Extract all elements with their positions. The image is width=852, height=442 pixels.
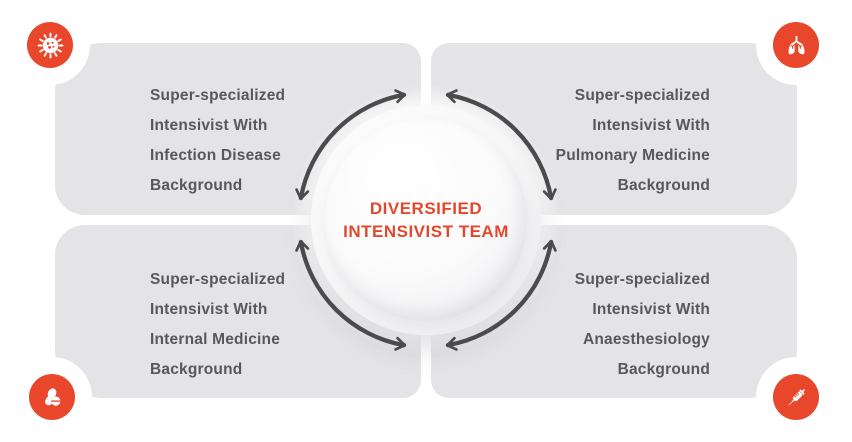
center-circle-face: DIVERSIFIED INTENSIVIST TEAM xyxy=(325,119,527,321)
pulmonary-medicine-badge xyxy=(773,22,819,68)
label-line: Intensivist With xyxy=(150,301,268,318)
label-internal-medicine: Super-specialized Intensivist With Inter… xyxy=(150,265,285,385)
label-line: Internal Medicine xyxy=(150,331,281,348)
label-line: Intensivist With xyxy=(592,301,710,318)
lungs-icon xyxy=(788,35,804,54)
label-line: Background xyxy=(150,177,243,194)
label-line: Anaesthesiology xyxy=(582,331,710,348)
label-line: Super-specialized xyxy=(150,87,286,104)
syringe-icon xyxy=(788,388,805,405)
label-pulmonary-medicine: Super-specialized Intensivist With Pulmo… xyxy=(556,81,710,201)
label-line: Pulmonary Medicine xyxy=(555,147,710,164)
label-line: Background xyxy=(150,361,243,378)
center-title: DIVERSIFIED INTENSIVIST TEAM xyxy=(343,197,509,243)
label-line: Super-specialized xyxy=(574,87,710,104)
internal-medicine-badge xyxy=(29,374,75,420)
label-line: Background xyxy=(617,361,710,378)
center-title-line-2: INTENSIVIST TEAM xyxy=(343,222,509,241)
center-circle: DIVERSIFIED INTENSIVIST TEAM xyxy=(311,105,541,335)
label-line: Super-specialized xyxy=(150,271,286,288)
anaesthesiology-badge xyxy=(773,374,819,420)
virus-icon xyxy=(37,32,63,58)
label-line: Intensivist With xyxy=(592,117,710,134)
label-anaesthesiology: Super-specialized Intensivist With Anaes… xyxy=(575,265,710,385)
pills-icon xyxy=(44,387,60,406)
label-line: Super-specialized xyxy=(574,271,710,288)
label-infection-disease: Super-specialized Intensivist With Infec… xyxy=(150,81,285,201)
label-line: Infection Disease xyxy=(150,147,281,164)
infection-disease-badge xyxy=(27,22,73,68)
label-line: Intensivist With xyxy=(150,117,268,134)
label-line: Background xyxy=(617,177,710,194)
center-title-line-1: DIVERSIFIED xyxy=(369,199,483,218)
